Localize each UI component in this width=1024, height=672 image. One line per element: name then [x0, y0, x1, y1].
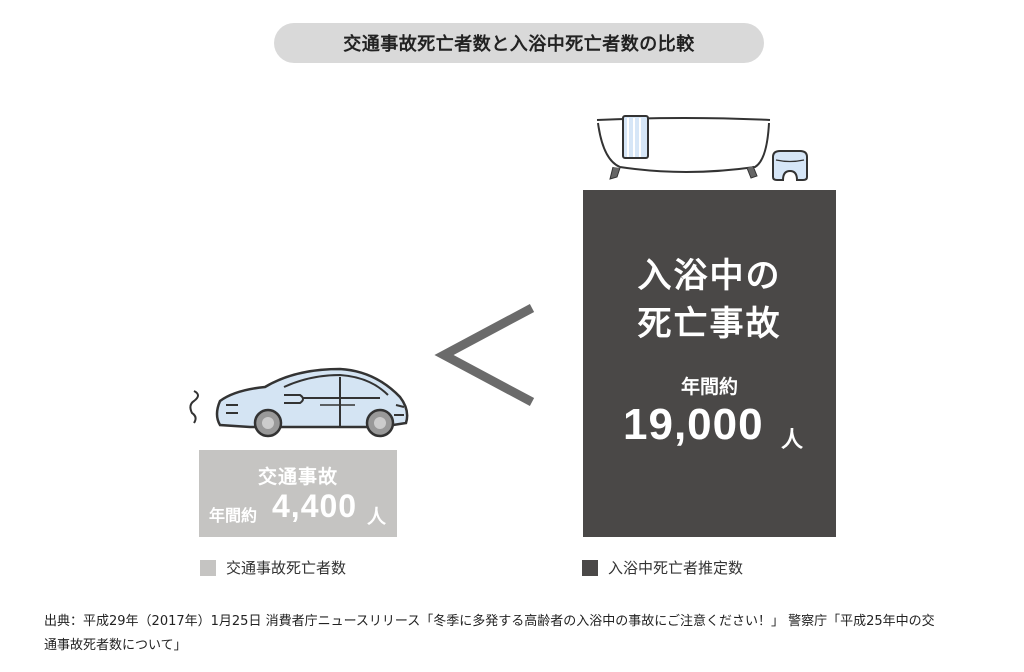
legend-label-traffic: 交通事故死亡者数 — [226, 559, 347, 577]
chart-title: 交通事故死亡者数と入浴中死亡者数の比較 — [274, 23, 764, 63]
traffic-period-label: 年間約 — [209, 506, 258, 525]
traffic-unit: 人 — [367, 506, 387, 528]
bath-headline: 入浴中の 死亡事故 — [583, 252, 836, 348]
legend-item-traffic: 交通事故死亡者数 — [200, 557, 346, 578]
legend-swatch-bath — [582, 559, 598, 576]
source-line-2: 通事故死者数について」 — [44, 638, 187, 653]
less-than-icon — [434, 304, 535, 406]
traffic-headline: 交通事故 — [257, 466, 338, 488]
traffic-death-panel: 交通事故 年間約 4,400 人 — [199, 450, 397, 537]
bath-headline-line1: 入浴中の — [637, 256, 782, 296]
source-line-1: 出典：平成29年（2017年）1月25日 消費者庁ニュースリリース「冬季に多発す… — [44, 614, 935, 629]
bath-unit: 人 — [781, 428, 804, 453]
car-icon — [189, 367, 409, 438]
legend-item-bath: 入浴中死亡者推定数 — [582, 557, 743, 578]
legend-swatch-traffic — [200, 559, 216, 576]
bath-death-panel: 入浴中の 死亡事故 年間約 19,000 人 — [583, 190, 836, 537]
bath-value: 19,000 — [623, 400, 764, 449]
traffic-value: 4,400 — [272, 488, 358, 524]
source-note: 出典：平成29年（2017年）1月25日 消費者庁ニュースリリース「冬季に多発す… — [44, 610, 994, 658]
bath-headline-line2: 死亡事故 — [637, 304, 782, 344]
bathtub-icon — [596, 115, 808, 181]
legend-label-bath: 入浴中死亡者推定数 — [608, 559, 744, 577]
bath-period-label: 年間約 — [680, 376, 738, 398]
